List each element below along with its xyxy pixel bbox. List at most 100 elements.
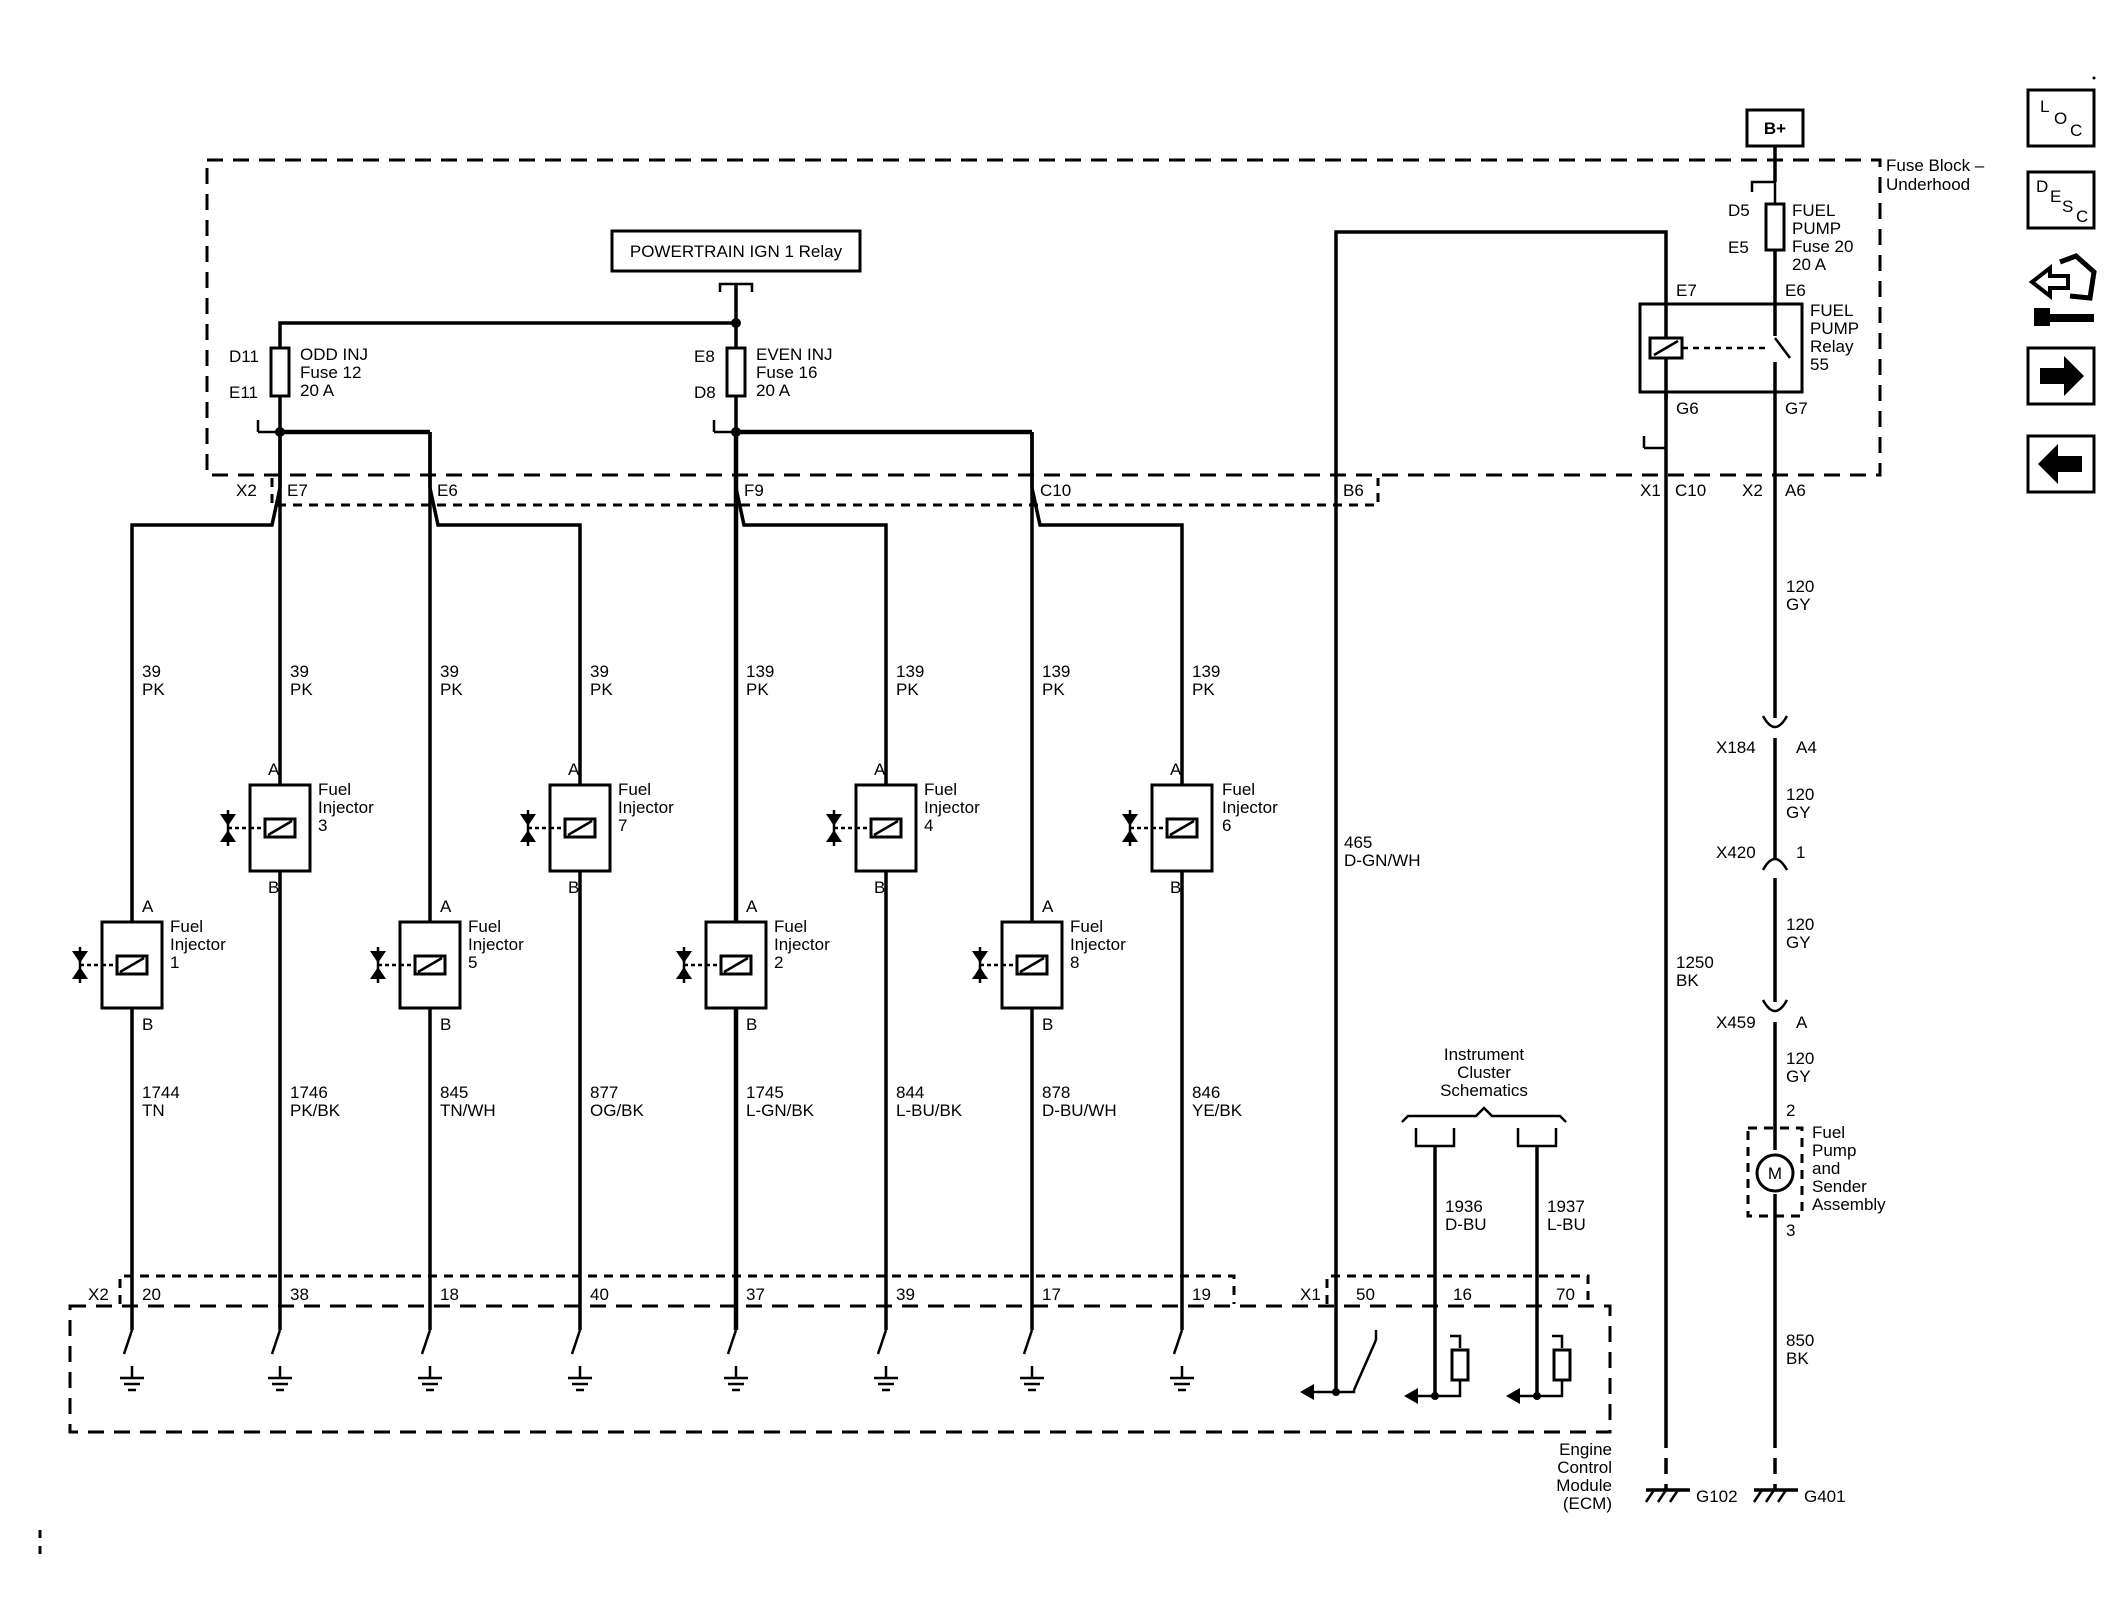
injector-name2: Injector [1222, 798, 1278, 817]
injector-pin-b: B [142, 1015, 153, 1034]
pump-label4: Sender [1812, 1177, 1867, 1196]
injector-num: 2 [774, 953, 783, 972]
ground-wire-color: BK [1676, 971, 1699, 990]
injector-name: Fuel [1070, 917, 1103, 936]
injector-pin-b: B [746, 1015, 757, 1034]
injector-name: Fuel [774, 917, 807, 936]
feed-wire-color: PK [1042, 680, 1065, 699]
top-connector-labels: X2 E7 E6 F9 C10 B6 X1 C10 X2 A6 [236, 481, 1806, 500]
conn-c10: C10 [1040, 481, 1071, 500]
feed-wire-color: PK [746, 680, 769, 699]
fuse-odd-name: ODD INJ [300, 345, 368, 364]
loc-button[interactable]: L O C [2026, 88, 2096, 148]
fuel-injector-8: A B Fuel Injector 8 [970, 897, 1126, 1034]
ground-g401-label: G401 [1804, 1487, 1846, 1506]
ecm-driver-switches [118, 1328, 1196, 1392]
ctrl-wire-num: 846 [1192, 1083, 1220, 1102]
desc-letter: E [2050, 187, 2061, 206]
ecm-label-3: Module [1556, 1476, 1612, 1495]
pump-wire-color: GY [1786, 1067, 1811, 1086]
feed-wire-num: 139 [746, 662, 774, 681]
ecm-module: X2 X1 50 16 70 Engine Control Module (EC… [68, 1274, 1612, 1513]
conn-a4: A4 [1796, 738, 1817, 757]
ecm-label-4: (ECM) [1563, 1494, 1612, 1513]
conn-b6: B6 [1343, 481, 1364, 500]
ctrl-wire-color: PK/BK [290, 1101, 341, 1120]
desc-button[interactable]: D E S C [2026, 170, 2096, 230]
feed-wire-color: PK [290, 680, 313, 699]
ecm-pin-50: 50 [1356, 1285, 1375, 1304]
arrow-left-icon [2038, 444, 2082, 484]
injector-name2: Injector [924, 798, 980, 817]
conn-c10b: C10 [1675, 481, 1706, 500]
connector-tool-button[interactable] [2028, 253, 2097, 326]
fuse-even-pin-bottom: D8 [694, 383, 716, 402]
feed-wire-color: PK [896, 680, 919, 699]
relay-signal-num: 465 [1344, 833, 1372, 852]
desc-letter: S [2062, 197, 2073, 216]
fuse-even-inj: E8 D8 EVEN INJ Fuse 16 20 A [694, 345, 833, 432]
injector-num: 5 [468, 953, 477, 972]
fuse-odd-pin-bottom: E11 [229, 383, 258, 402]
feed-wire-labels: 39 PK 39 PK 39 PK 39 PK 139 PK 139 PK 13… [142, 662, 1220, 699]
ecm-pin-labels: 20 38 18 40 37 39 17 19 [142, 1285, 1211, 1304]
fuse-fuel-pump: D5 E5 FUEL PUMP Fuse 20 20 A [1728, 180, 1853, 304]
fuel-pump-circuit: 120 GY X184 A4 120 GY X420 1 120 GY X459… [1716, 392, 1886, 1490]
fuse-pump-name: FUEL [1792, 201, 1835, 220]
feed-wire-color: PK [142, 680, 165, 699]
previous-button[interactable] [2026, 434, 2096, 494]
battery-label: B+ [1764, 119, 1786, 138]
pump-label2: Pump [1812, 1141, 1856, 1160]
battery-terminal: B+ [1745, 108, 1805, 182]
feed-wire-num: 139 [1042, 662, 1070, 681]
relay-pin-e7: E7 [1676, 281, 1697, 300]
fuel-injector-1: A B Fuel Injector 1 [70, 897, 226, 1034]
injector-name: Fuel [618, 780, 651, 799]
injector-name2: Injector [1070, 935, 1126, 954]
fuel-pump-relay: E7 E6 G6 G7 FUEL PUMP Relay 55 [1638, 281, 1859, 418]
relay-pin-g7: G7 [1785, 399, 1808, 418]
fuse-odd-pin-top: D11 [229, 347, 259, 366]
conn-a6: A6 [1785, 481, 1806, 500]
injector-name: Fuel [170, 917, 203, 936]
conn-x1: X1 [1640, 481, 1661, 500]
injector-num: 7 [618, 816, 627, 835]
relay-pin-g6: G6 [1676, 399, 1699, 418]
ecm-pin-16: 16 [1453, 1285, 1472, 1304]
injector-name2: Injector [318, 798, 374, 817]
pump-wire-color: GY [1786, 803, 1811, 822]
ctrl-wire-color: YE/BK [1192, 1101, 1243, 1120]
fuse-block-underhood: Fuse Block – Underhood [205, 156, 1985, 477]
conn-x2b: X2 [1742, 481, 1763, 500]
next-button[interactable] [2026, 346, 2096, 406]
pump-wire-num: 120 [1786, 785, 1814, 804]
ecm-pin: 39 [896, 1285, 915, 1304]
ctrl-wire-num: 878 [1042, 1083, 1070, 1102]
injector-pin-b: B [874, 878, 885, 897]
injector-name2: Injector [468, 935, 524, 954]
corner-mark [2092, 76, 2096, 80]
control-wire-labels: 1744 TN 1746 PK/BK 845 TN/WH 877 OG/BK 1… [142, 1083, 1243, 1120]
ecm-label-1: Engine [1559, 1440, 1612, 1459]
injector-name: Fuel [468, 917, 501, 936]
injector-pin-b: B [1042, 1015, 1053, 1034]
ctrl-wire-color: L-BU/BK [896, 1101, 963, 1120]
ctrl-wire-num: 844 [896, 1083, 924, 1102]
injector-pin-b: B [268, 878, 279, 897]
feed-wire-color: PK [1192, 680, 1215, 699]
pump-pin2: 2 [1786, 1101, 1795, 1120]
fuse-odd-fuse: Fuse 12 [300, 363, 361, 382]
pump-wire-color: BK [1786, 1349, 1809, 1368]
ctrl-wire-color: L-GN/BK [746, 1101, 815, 1120]
ground-g102-label: G102 [1696, 1487, 1738, 1506]
ctrl-wire-num: 845 [440, 1083, 468, 1102]
ic-line1: Instrument [1444, 1045, 1525, 1064]
loc-letter: L [2040, 97, 2049, 116]
pump-wire-num: 120 [1786, 577, 1814, 596]
conn-f9: F9 [744, 481, 764, 500]
ic-wire1-color: D-BU [1445, 1215, 1487, 1234]
conn-x459: X459 [1716, 1013, 1756, 1032]
arrow-right-icon [2040, 356, 2084, 396]
injector-name2: Injector [618, 798, 674, 817]
